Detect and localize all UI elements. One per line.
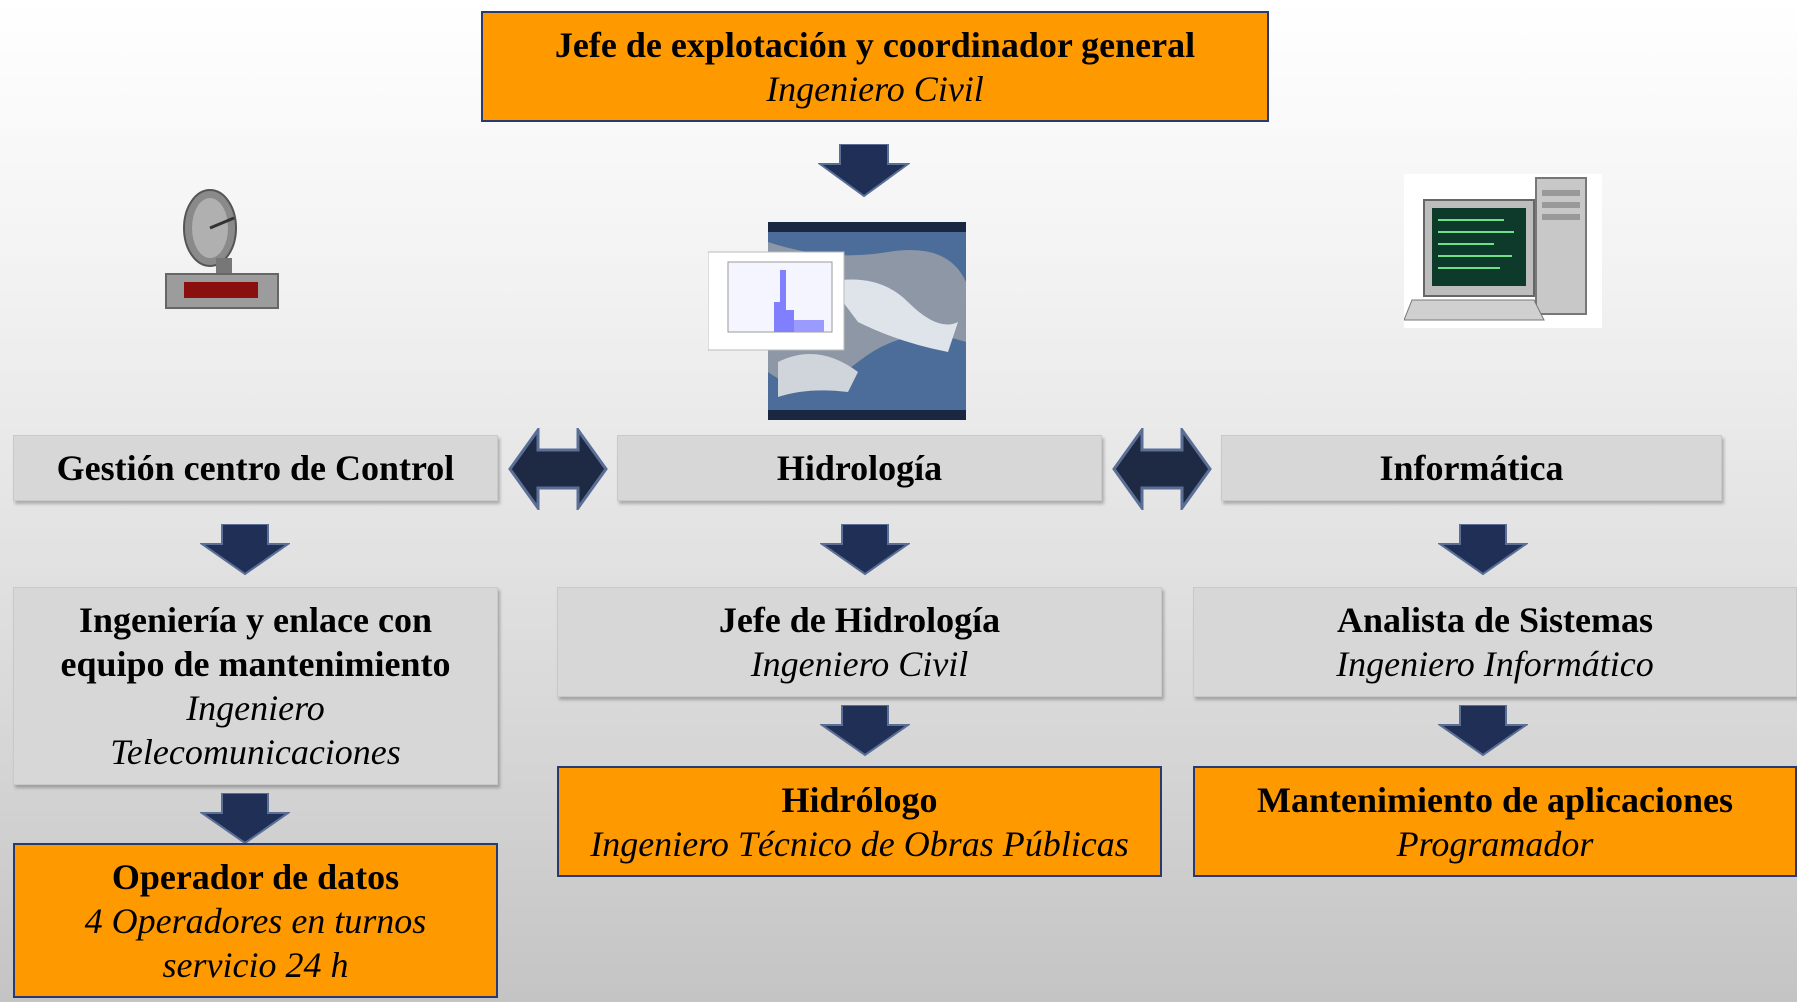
arrow-down-icon <box>820 705 910 757</box>
role-ingenieria-line1: Ingeniería y enlace con <box>79 600 432 640</box>
area-hidrologia-label: Hidrología <box>776 448 943 488</box>
top-box-subtitle: Ingeniero Civil <box>766 68 984 109</box>
role-operador-title: Operador de datos <box>111 856 400 897</box>
satellite-dish-icon <box>165 189 279 309</box>
weather-map-icon <box>708 222 966 420</box>
role-ingenieria-sub2: Telecomunicaciones <box>110 732 401 772</box>
top-box-jefe-explotacion: Jefe de explotación y coordinador genera… <box>481 11 1269 122</box>
computer-icon <box>1404 174 1602 328</box>
role-jefe-hidrologia-title: Jefe de Hidrología <box>718 600 1001 640</box>
area-control-box: Gestión centro de Control <box>13 435 498 501</box>
role-mantenimiento-title: Mantenimiento de aplicaciones <box>1257 779 1733 820</box>
double-arrow-icon <box>508 428 608 510</box>
arrow-down-icon <box>200 524 290 576</box>
role-hidrologo-box: Hidrólogo Ingeniero Técnico de Obras Púb… <box>557 766 1162 877</box>
arrow-down-icon <box>818 144 910 198</box>
role-ingenieria-box: Ingeniería y enlace con equipo de manten… <box>13 587 498 785</box>
role-hidrologo-title: Hidrólogo <box>781 779 938 820</box>
role-analista-box: Analista de Sistemas Ingeniero Informáti… <box>1193 587 1797 697</box>
role-ingenieria-sub1: Ingeniero <box>186 688 325 728</box>
arrow-down-icon <box>1438 705 1528 757</box>
role-operador-box: Operador de datos 4 Operadores en turnos… <box>13 843 498 998</box>
role-analista-subtitle: Ingeniero Informático <box>1336 644 1654 684</box>
role-operador-sub2: servicio 24 h <box>162 944 349 985</box>
area-informatica-label: Informática <box>1379 448 1564 488</box>
role-mantenimiento-box: Mantenimiento de aplicaciones Programado… <box>1193 766 1797 877</box>
role-operador-sub1: 4 Operadores en turnos <box>84 900 427 941</box>
arrow-down-icon <box>200 793 290 845</box>
role-mantenimiento-subtitle: Programador <box>1396 823 1594 864</box>
area-informatica-box: Informática <box>1221 435 1722 501</box>
role-ingenieria-line2: equipo de mantenimiento <box>60 644 451 684</box>
role-analista-title: Analista de Sistemas <box>1336 600 1654 640</box>
arrow-down-icon <box>1438 524 1528 576</box>
area-control-label: Gestión centro de Control <box>56 448 455 488</box>
arrow-down-icon <box>820 524 910 576</box>
role-hidrologo-subtitle: Ingeniero Técnico de Obras Públicas <box>590 823 1129 864</box>
role-jefe-hidrologia-subtitle: Ingeniero Civil <box>750 644 969 684</box>
role-jefe-hidrologia-box: Jefe de Hidrología Ingeniero Civil <box>557 587 1162 697</box>
area-hidrologia-box: Hidrología <box>617 435 1102 501</box>
double-arrow-icon <box>1112 428 1212 510</box>
top-box-title: Jefe de explotación y coordinador genera… <box>554 24 1196 65</box>
